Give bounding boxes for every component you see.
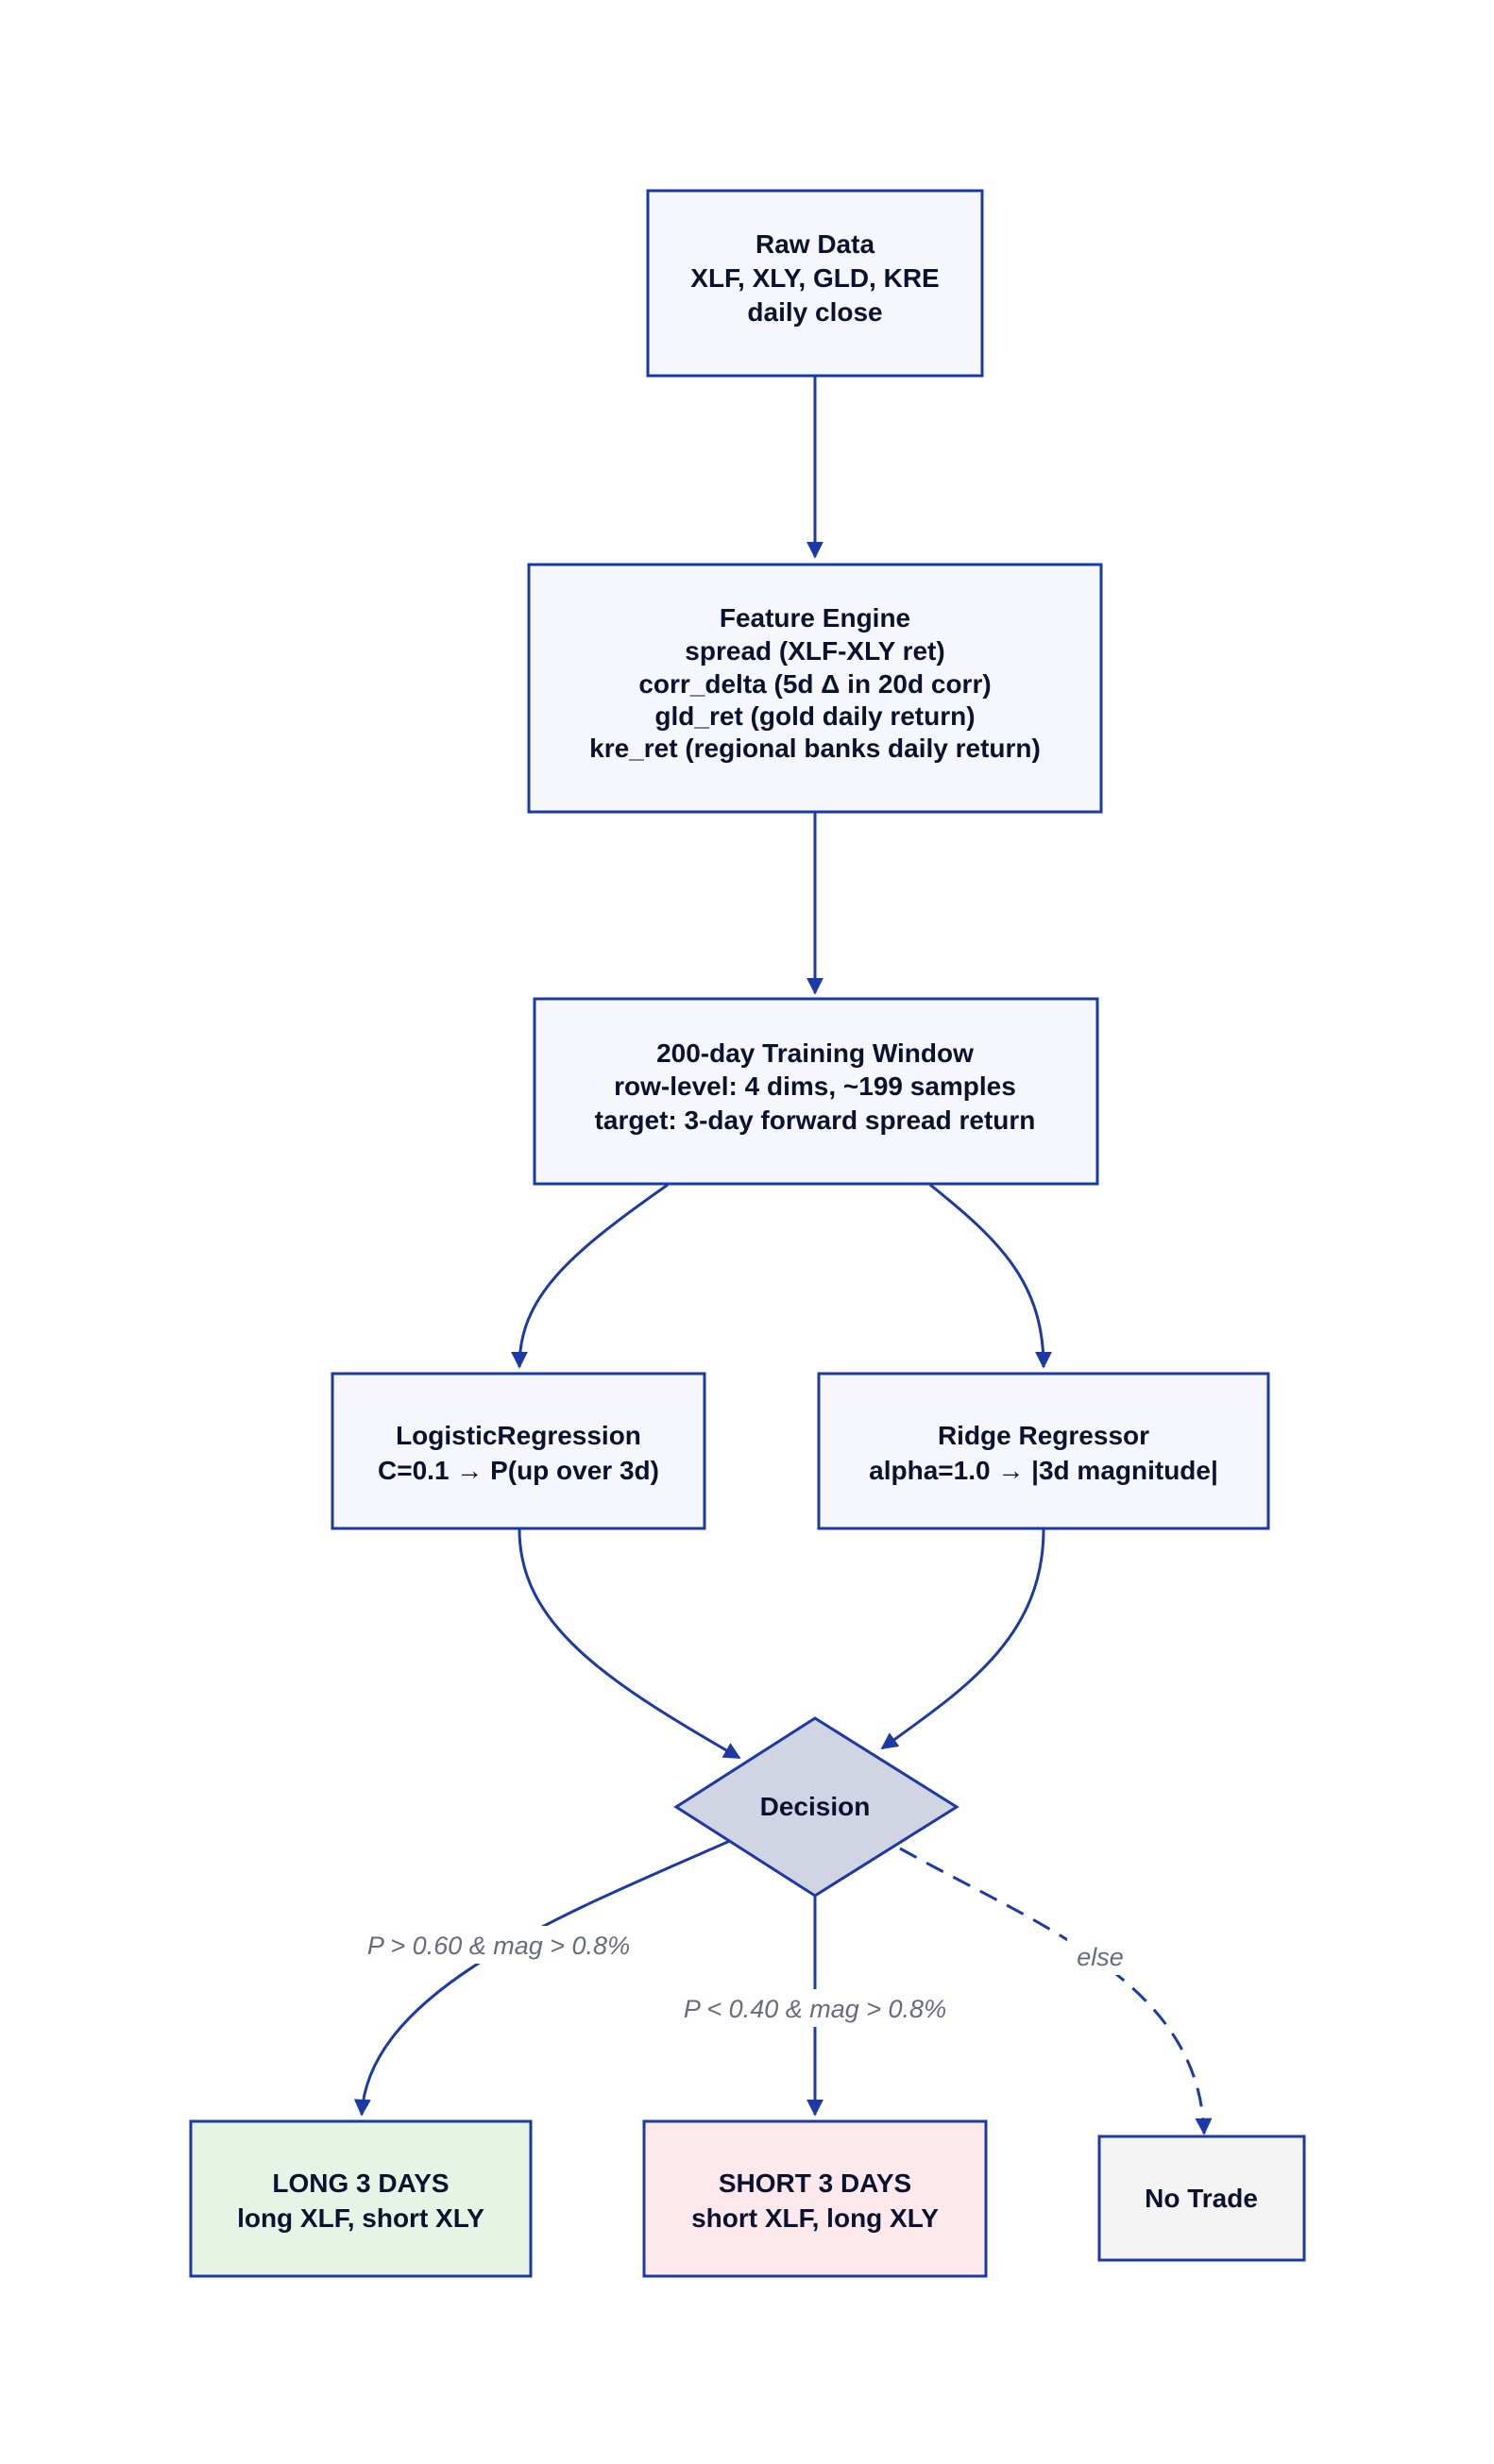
node-decision: Decision — [673, 1716, 959, 1898]
node-short-line-1: SHORT 3 DAYS — [719, 2169, 911, 2198]
node-raw-data-line-1: Raw Data — [755, 229, 874, 259]
node-training-window-line-3: target: 3-day forward spread return — [595, 1105, 1036, 1135]
edge-logistic-to-decision — [518, 1528, 741, 1760]
node-feature-engine-line-1: Feature Engine — [720, 603, 910, 633]
node-feature-engine-line-3: corr_delta (5d Δ in 20d corr) — [638, 669, 991, 699]
edge-training-to-logistic — [511, 1183, 669, 1369]
node-training-window-line-2: row-level: 4 dims, ~199 samples — [614, 1072, 1016, 1101]
node-decision-label: Decision — [760, 1792, 871, 1821]
node-feature-engine-line-4: gld_ret (gold daily return) — [654, 701, 975, 731]
node-raw-data-line-2: XLF, XLY, GLD, KRE — [690, 263, 939, 293]
node-feature-engine: Feature Engine spread (XLF-XLY ret) corr… — [527, 563, 1103, 814]
node-logistic-line-2: C=0.1 → P(up over 3d) — [378, 1456, 659, 1485]
edge-label-long-bg — [359, 1926, 642, 1964]
node-training-window: 200-day Training Window row-level: 4 dim… — [533, 997, 1099, 1186]
edge-label-long: P > 0.60 & mag > 0.8% — [367, 1932, 630, 1960]
edge-ridge-to-decision — [880, 1528, 1045, 1750]
node-logistic-line-1: LogisticRegression — [396, 1421, 641, 1450]
edge-training-to-ridge — [929, 1183, 1052, 1369]
node-short-line-2: short XLF, long XLY — [691, 2203, 939, 2233]
edge-decision-to-long — [353, 1839, 731, 2117]
edge-label-else: else — [1077, 1943, 1124, 1971]
node-training-window-line-1: 200-day Training Window — [656, 1038, 974, 1068]
node-long-3-days: LONG 3 DAYS long XLF, short XLY — [189, 2119, 533, 2278]
node-ridge-regressor: Ridge Regressor alpha=1.0 → |3d magnitud… — [817, 1372, 1270, 1530]
node-ridge-line-2: alpha=1.0 → |3d magnitude| — [869, 1456, 1218, 1485]
edge-label-short: P < 0.40 & mag > 0.8% — [684, 1995, 946, 2023]
edge-label-else-bg — [1067, 1937, 1133, 1975]
node-raw-data: Raw Data XLF, XLY, GLD, KRE daily close — [646, 189, 984, 378]
node-raw-data-line-3: daily close — [747, 297, 882, 327]
node-long-line-1: LONG 3 DAYS — [272, 2169, 449, 2198]
edge-decision-to-notrade — [899, 1847, 1213, 2135]
node-ridge-line-1: Ridge Regressor — [938, 1421, 1149, 1450]
node-long-line-2: long XLF, short XLY — [237, 2203, 484, 2233]
node-no-trade-label: No Trade — [1145, 2184, 1258, 2213]
node-feature-engine-line-2: spread (XLF-XLY ret) — [685, 636, 944, 666]
node-feature-engine-line-5: kre_ret (regional banks daily return) — [589, 734, 1041, 763]
node-no-trade: No Trade — [1097, 2135, 1306, 2262]
node-logistic-regression: LogisticRegression C=0.1 → P(up over 3d) — [331, 1372, 706, 1530]
node-short-3-days: SHORT 3 DAYS short XLF, long XLY — [642, 2119, 988, 2278]
edge-label-short-bg — [672, 1989, 956, 2027]
